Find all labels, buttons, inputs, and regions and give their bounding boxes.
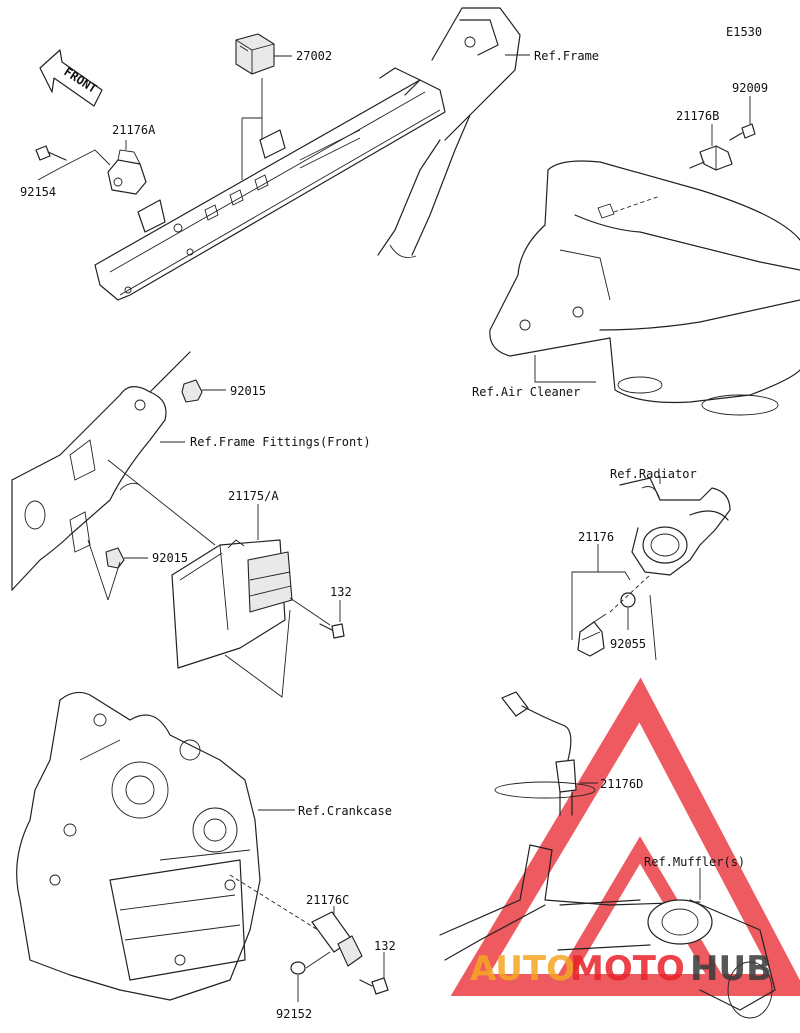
label-92015-top: 92015 — [230, 384, 266, 398]
label-21175a: 21175/A — [228, 489, 279, 503]
ecu-21175a — [107, 459, 293, 698]
label-21176: 21176 — [578, 530, 614, 544]
frame-section — [94, 7, 521, 301]
front-arrow-icon: FRONT — [39, 49, 103, 107]
bolt-132-top — [289, 597, 345, 639]
sensor-21176b — [689, 124, 733, 171]
label-21176a: 21176A — [112, 123, 156, 137]
connector-27002 — [235, 33, 292, 180]
label-ref-crankcase: Ref.Crankcase — [298, 804, 392, 818]
label-92055: 92055 — [610, 637, 646, 651]
bolt-132-bottom — [359, 952, 389, 995]
label-ref-frame-fittings: Ref.Frame Fittings(Front) — [190, 435, 371, 449]
sensor-21176a — [107, 140, 147, 195]
clip-92015-bottom — [87, 539, 148, 601]
watermark-logo — [450, 677, 800, 996]
label-92154: 92154 — [20, 185, 56, 199]
watermark-moto: MOTO — [570, 949, 685, 989]
watermark-hub: HUB — [690, 949, 772, 989]
label-21176c: 21176C — [306, 893, 349, 907]
clip-92015-top — [181, 379, 226, 403]
label-92009: 92009 — [732, 81, 768, 95]
label-21176d: 21176D — [600, 777, 643, 791]
label-ref-air-cleaner: Ref.Air Cleaner — [472, 385, 580, 399]
label-ref-mufflers: Ref.Muffler(s) — [644, 855, 745, 869]
washer-92152 — [290, 951, 331, 1002]
diagram-code: E1530 — [726, 25, 762, 39]
label-27002: 27002 — [296, 49, 332, 63]
label-21176b: 21176B — [676, 109, 719, 123]
watermark-text: AUTO MOTO HUB — [470, 949, 772, 989]
oxygen-sensor-21176d — [494, 691, 598, 816]
label-ref-frame: Ref.Frame — [534, 49, 599, 63]
radiator-section — [619, 476, 731, 576]
frame-fittings-section — [11, 351, 191, 591]
washer-92055 — [620, 592, 657, 661]
air-cleaner-section — [489, 160, 800, 416]
label-132-top: 132 — [330, 585, 352, 599]
watermark-auto: AUTO — [470, 949, 575, 989]
label-92015-bottom: 92015 — [152, 551, 188, 565]
bolt-92009 — [729, 96, 756, 141]
muffler-section — [439, 844, 776, 1019]
label-ref-radiator: Ref.Radiator — [610, 467, 697, 481]
sensor-21176 — [571, 544, 651, 657]
crankcase-section — [16, 691, 319, 1001]
label-92152: 92152 — [276, 1007, 312, 1021]
bolt-92154 — [35, 145, 111, 181]
sensor-21176c — [311, 906, 363, 967]
label-132-bottom: 132 — [374, 939, 396, 953]
